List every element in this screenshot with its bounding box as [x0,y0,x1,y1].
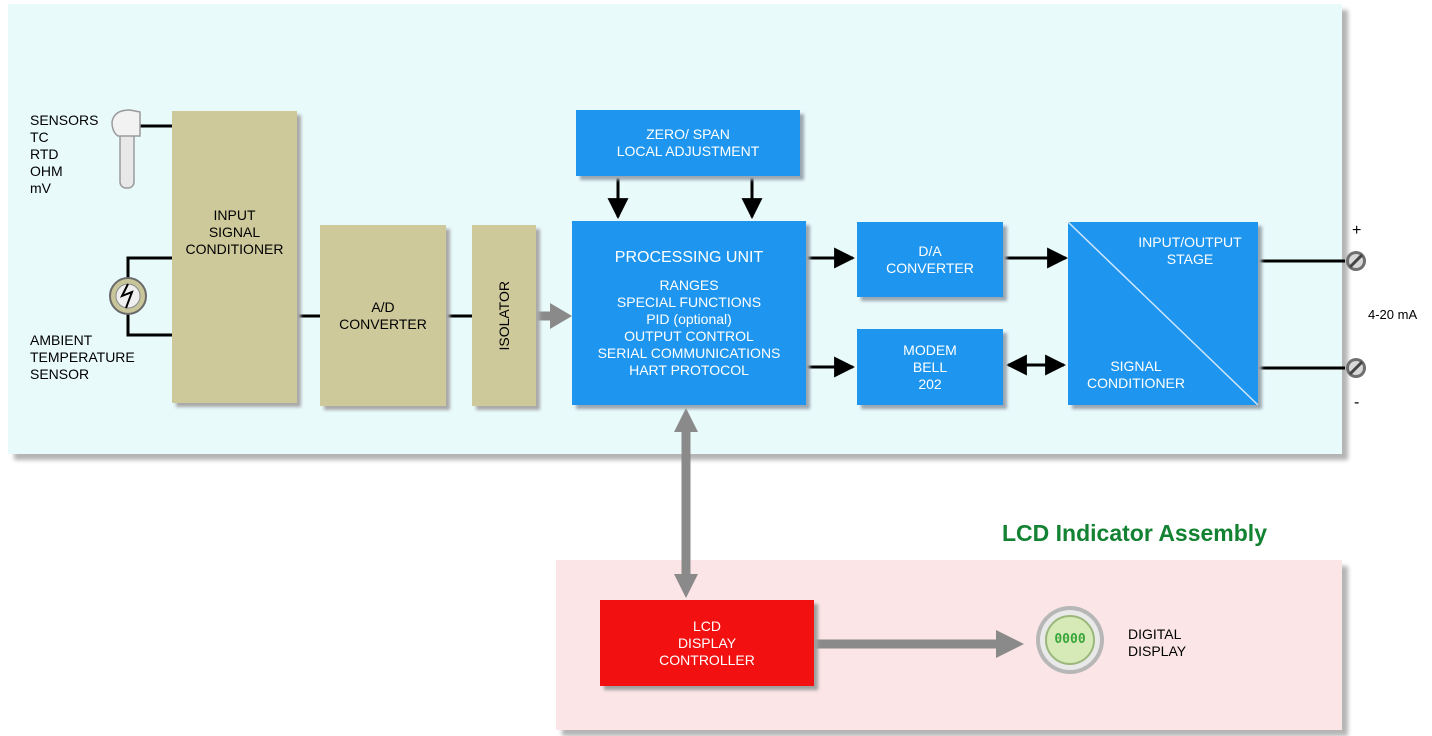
processing-function: HART PROTOCOL [629,361,749,378]
lcd-assembly-title: LCD Indicator Assembly [1002,520,1267,546]
lcd-display-controller: LCD DISPLAY CONTROLLER [600,600,814,686]
digital-display-digits: 0000 [1054,632,1086,647]
processing-function: SPECIAL FUNCTIONS [616,293,762,310]
input-output-stage: INPUT/OUTPUT STAGE SIGNAL CONDITIONER [1068,222,1258,405]
processing-function: PID (optional) [646,310,732,327]
processing-unit: PROCESSING UNIT RANGES SPECIAL FUNCTIONS… [572,221,806,405]
ad-converter: A/D CONVERTER [320,225,446,406]
terminal-minus-label: - [1354,394,1360,411]
isolator-label: ISOLATOR [495,280,512,351]
processing-function: SERIAL COMMUNICATIONS [597,344,781,361]
digital-display-label: DIGITAL DISPLAY [1128,626,1187,659]
terminal-plus-screw [1346,251,1366,271]
digital-display-icon [1036,606,1104,674]
sensors-label: SENSORS TC RTD OHM mV [30,112,99,196]
arrow-controller-display-head [996,630,1024,658]
processing-function: RANGES [659,276,719,293]
zero-span-adjustment: ZERO/ SPAN LOCAL ADJUSTMENT [576,110,800,176]
modem-bell-202: MODEM BELL 202 [857,329,1003,405]
terminal-minus-screw [1346,358,1366,378]
processing-function: OUTPUT CONTROL [624,327,754,344]
io-stage-divider [1068,222,1258,405]
arrow-isolator-processing-head [550,303,572,329]
io-stage-top-label: INPUT/OUTPUT STAGE [1138,234,1242,267]
processing-unit-title: PROCESSING UNIT [614,248,764,266]
arrow-processing-lcd-down [674,574,698,598]
arrow-processing-lcd-up [674,408,698,432]
terminal-plus-label: + [1352,222,1362,239]
sensor-probe-icon [111,109,141,189]
input-signal-conditioner: INPUT SIGNAL CONDITIONER [172,111,297,403]
da-converter: D/A CONVERTER [857,222,1003,297]
current-range-label: 4-20 mA [1368,307,1418,322]
ambient-sensor-icon [109,277,147,315]
io-stage-bottom-label: SIGNAL CONDITIONER [1087,358,1185,391]
ambient-sensor-label: AMBIENT TEMPERATURE SENSOR [30,332,135,382]
isolator: ISOLATOR [472,225,536,406]
